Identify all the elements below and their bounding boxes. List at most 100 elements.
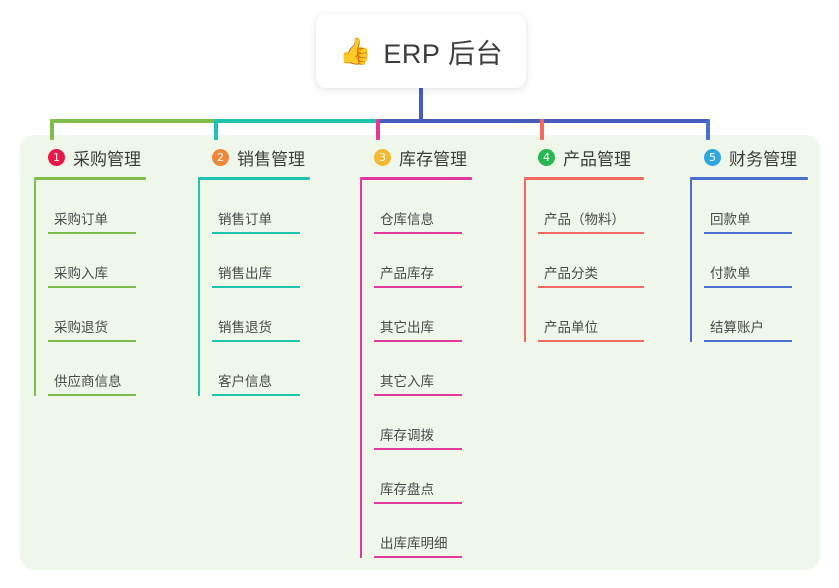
leaf-item-label: 产品分类 xyxy=(544,266,598,281)
leaf-item[interactable]: 其它入库 xyxy=(360,342,472,396)
leaf-item-body: 付款单 xyxy=(704,262,792,288)
leaf-item-underline xyxy=(374,232,462,234)
leaf-item[interactable]: 采购订单 xyxy=(34,180,146,234)
branch-title: 产品管理 xyxy=(563,149,631,169)
diagram-panel xyxy=(20,135,820,570)
branch-bar-segment-3 xyxy=(376,119,544,123)
leaf-item-body: 产品库存 xyxy=(374,262,462,288)
leaf-item-body: 出库库明细 xyxy=(374,532,462,558)
branch-bar-segment-4 xyxy=(540,119,710,123)
leaf-item-label: 客户信息 xyxy=(218,374,272,389)
branch-underline xyxy=(34,177,146,180)
leaf-item[interactable]: 库存盘点 xyxy=(360,450,472,504)
leaf-item[interactable]: 客户信息 xyxy=(198,342,310,396)
branch-bar-segment-1 xyxy=(50,119,218,123)
branch-title: 财务管理 xyxy=(729,149,797,169)
branch-drop-2 xyxy=(214,119,218,140)
leaf-item-label: 产品单位 xyxy=(544,320,598,335)
branch-title: 销售管理 xyxy=(237,149,305,169)
root-stem xyxy=(419,82,423,123)
branch-title: 采购管理 xyxy=(73,149,141,169)
branch-spine xyxy=(360,180,362,558)
leaf-item-body: 产品单位 xyxy=(538,316,644,342)
branch-spine xyxy=(524,180,526,342)
leaf-item-body: 其它出库 xyxy=(374,316,462,342)
leaf-item-label: 出库库明细 xyxy=(380,536,448,551)
branch-spine xyxy=(34,180,36,396)
leaf-item[interactable]: 产品分类 xyxy=(524,234,644,288)
leaf-item-label: 回款单 xyxy=(710,212,751,227)
branch-drop-5 xyxy=(706,119,710,140)
leaf-item-label: 付款单 xyxy=(710,266,751,281)
leaf-item-label: 库存调拨 xyxy=(380,428,434,443)
branch-underline xyxy=(524,177,644,180)
leaf-item[interactable]: 出库库明细 xyxy=(360,504,472,558)
leaf-item-underline xyxy=(212,340,300,342)
branch-drop-1 xyxy=(50,119,54,140)
leaf-item[interactable]: 产品库存 xyxy=(360,234,472,288)
leaf-item-underline xyxy=(538,286,644,288)
branch-header-5[interactable]: 5 财务管理 xyxy=(690,144,808,170)
leaf-item[interactable]: 其它出库 xyxy=(360,288,472,342)
branch-number-badge: 3 xyxy=(374,148,391,166)
branch-drop-3 xyxy=(376,119,380,140)
branch-header-2[interactable]: 2 销售管理 xyxy=(198,144,310,170)
branch-spine xyxy=(690,180,692,342)
leaf-item-underline xyxy=(48,286,136,288)
leaf-item-label: 仓库信息 xyxy=(380,212,434,227)
leaf-item-underline xyxy=(538,232,644,234)
leaf-item[interactable]: 结算账户 xyxy=(690,288,808,342)
leaf-item-body: 供应商信息 xyxy=(48,370,136,396)
leaf-item[interactable]: 回款单 xyxy=(690,180,808,234)
branch-number-badge: 2 xyxy=(212,148,229,166)
leaf-item-underline xyxy=(538,340,644,342)
leaf-item[interactable]: 产品单位 xyxy=(524,288,644,342)
branch-bar-segment-2 xyxy=(214,119,380,123)
leaf-item-body: 销售退货 xyxy=(212,316,300,342)
leaf-item-body: 客户信息 xyxy=(212,370,300,396)
leaf-item-label: 产品（物料） xyxy=(544,212,625,227)
leaf-item-body: 产品（物料） xyxy=(538,208,644,234)
leaf-item-underline xyxy=(374,286,462,288)
leaf-item[interactable]: 付款单 xyxy=(690,234,808,288)
leaf-item-underline xyxy=(48,232,136,234)
leaf-item-underline xyxy=(212,232,300,234)
leaf-item-label: 销售出库 xyxy=(218,266,272,281)
branch-number-badge: 5 xyxy=(704,148,721,166)
leaf-item-body: 采购订单 xyxy=(48,208,136,234)
leaf-item-label: 其它入库 xyxy=(380,374,434,389)
leaf-item[interactable]: 采购退货 xyxy=(34,288,146,342)
branch-spine xyxy=(198,180,200,396)
leaf-item-label: 采购退货 xyxy=(54,320,108,335)
leaf-item[interactable]: 供应商信息 xyxy=(34,342,146,396)
leaf-item-underline xyxy=(48,394,136,396)
leaf-item-body: 采购退货 xyxy=(48,316,136,342)
leaf-item[interactable]: 仓库信息 xyxy=(360,180,472,234)
branch-underline xyxy=(198,177,310,180)
leaf-item[interactable]: 销售订单 xyxy=(198,180,310,234)
leaf-list: 销售订单销售出库销售退货客户信息 xyxy=(198,180,310,396)
branch-underline xyxy=(690,177,808,180)
leaf-item-underline xyxy=(704,232,792,234)
leaf-item[interactable]: 产品（物料） xyxy=(524,180,644,234)
leaf-item-label: 采购订单 xyxy=(54,212,108,227)
leaf-item-body: 其它入库 xyxy=(374,370,462,396)
root-node[interactable]: 👍 ERP 后台 xyxy=(316,14,526,88)
leaf-item-body: 回款单 xyxy=(704,208,792,234)
leaf-item[interactable]: 采购入库 xyxy=(34,234,146,288)
leaf-item-body: 库存调拨 xyxy=(374,424,462,450)
leaf-item[interactable]: 销售退货 xyxy=(198,288,310,342)
leaf-list: 回款单付款单结算账户 xyxy=(690,180,808,342)
leaf-item-label: 结算账户 xyxy=(710,320,764,335)
leaf-item-underline xyxy=(704,340,792,342)
leaf-item[interactable]: 销售出库 xyxy=(198,234,310,288)
leaf-item[interactable]: 库存调拨 xyxy=(360,396,472,450)
leaf-item-underline xyxy=(212,286,300,288)
leaf-item-body: 仓库信息 xyxy=(374,208,462,234)
